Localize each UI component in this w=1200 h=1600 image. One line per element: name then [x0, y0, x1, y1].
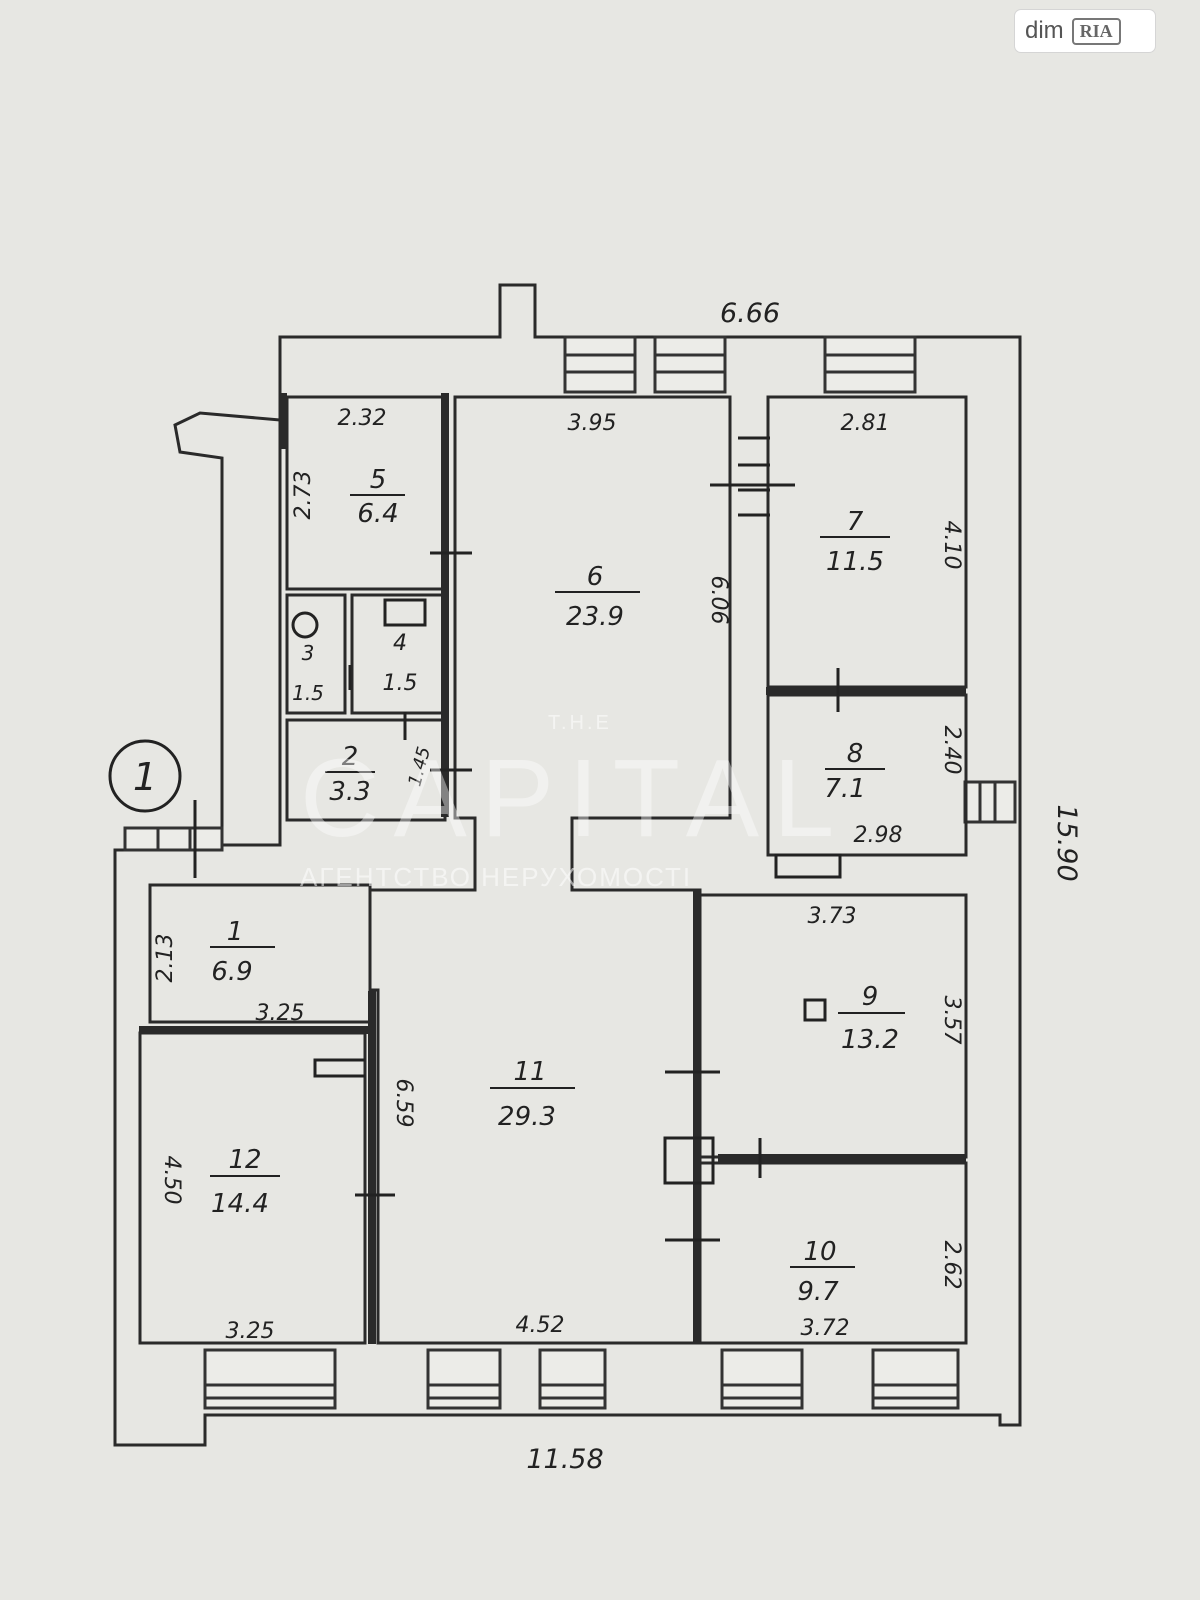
windows-bottom: [203, 1348, 960, 1410]
svg-text:12: 12: [228, 1145, 261, 1175]
room-label-7: 7 11.5: [820, 507, 890, 577]
room-label-10: 10 9.7: [790, 1237, 855, 1307]
dim-r7-side: 4.10: [939, 521, 964, 570]
dim-r7-top: 2.81: [841, 411, 890, 436]
dim-r1-side: 2.13: [153, 934, 178, 983]
room-3-walls: [285, 593, 347, 715]
svg-text:7.1: 7.1: [824, 774, 865, 804]
room-6-walls: [368, 395, 732, 1345]
shaft: [663, 1136, 715, 1185]
room-label-4: 4 1.5: [383, 631, 418, 696]
svg-text:9: 9: [862, 982, 879, 1012]
overall-bottom: 11.58: [526, 1444, 603, 1475]
overall-top: 6.66: [720, 298, 780, 329]
windows-top: [563, 335, 917, 394]
svg-text:7: 7: [847, 507, 864, 537]
svg-text:1.5: 1.5: [383, 671, 418, 696]
stair-stub: [774, 853, 842, 879]
dim-r10-side: 2.62: [939, 1241, 964, 1290]
section-marker-circle: [108, 739, 182, 813]
dimension-labels: 2.32 2.73 3.95 6.06 2.81 4.10 2.40 2.98 …: [153, 406, 964, 1344]
svg-text:4: 4: [393, 631, 407, 656]
svg-text:6.9: 6.9: [211, 957, 252, 987]
badge-dim-text: dim: [1025, 17, 1064, 44]
watermark-brand: CAPITAL: [300, 737, 849, 860]
sink-fixture: [383, 598, 427, 627]
window-left: [123, 826, 224, 852]
dim-r6-top: 3.95: [568, 411, 617, 436]
dim-r5-side: 2.73: [291, 471, 316, 520]
exterior-walls: [113, 283, 1022, 1447]
room-label-6: 6 23.9: [555, 562, 640, 632]
dim-r9-top: 3.73: [808, 904, 857, 929]
room-label-3: 3 1.5: [292, 641, 324, 705]
svg-text:13.2: 13.2: [841, 1025, 899, 1055]
section-marker-label: 1: [133, 755, 157, 799]
badge-ria-logo: RIA: [1071, 17, 1121, 45]
closet-hook: [313, 1058, 365, 1078]
room-label-11: 11 29.3: [490, 1057, 575, 1132]
dim-r11-side: 6.59: [391, 1079, 416, 1128]
dim-r5-top: 2.32: [338, 406, 387, 431]
room-9-walls: [698, 893, 968, 1159]
overall-dimensions: 6.66 11.58 15.90: [526, 298, 1082, 1475]
dim-r6-side: 6.06: [706, 576, 731, 625]
svg-text:9.7: 9.7: [797, 1277, 839, 1307]
dim-r9-side: 3.57: [939, 996, 964, 1045]
svg-text:1.5: 1.5: [292, 681, 324, 705]
svg-text:29.3: 29.3: [498, 1102, 556, 1132]
dim-r11-bottom: 4.52: [516, 1313, 565, 1338]
svg-text:23.9: 23.9: [566, 602, 624, 632]
heavy-partitions: [139, 393, 966, 1344]
dim-r10-bottom: 3.72: [801, 1316, 850, 1341]
svg-text:6.4: 6.4: [357, 499, 398, 529]
fixtures: [291, 598, 842, 1185]
toilet-fixture: [291, 611, 319, 639]
watermark-line2: АГЕНТСТВО НЕРУХОМОСТІ: [300, 862, 693, 892]
room-7-walls: [766, 395, 968, 689]
svg-text:3.3: 3.3: [329, 777, 370, 807]
dimria-badge: dim RIA: [1015, 10, 1155, 52]
window-right: [963, 780, 1017, 824]
svg-text:2: 2: [342, 742, 359, 772]
svg-text:6: 6: [587, 562, 604, 592]
svg-text:14.4: 14.4: [211, 1189, 269, 1219]
svg-text:11: 11: [513, 1057, 546, 1087]
svg-text:10: 10: [803, 1237, 836, 1267]
svg-text:5: 5: [370, 465, 387, 495]
overall-right: 15.90: [1051, 804, 1082, 881]
dim-r12-side: 4.50: [159, 1156, 184, 1205]
svg-text:1: 1: [227, 917, 244, 947]
room-label-5: 5 6.4: [350, 465, 405, 529]
room-label-12: 12 14.4: [210, 1145, 280, 1219]
room-label-2: 2 3.3: [325, 742, 375, 807]
room-label-1: 1 6.9: [210, 917, 275, 987]
room-labels: 5 6.4 3 1.5 4 1.5 2 3.3 6 23.9 7 11.5 8: [210, 465, 905, 1307]
svg-text:11.5: 11.5: [826, 547, 884, 577]
watermark-line1: T.H.E: [548, 712, 612, 734]
svg-text:8: 8: [847, 739, 864, 769]
svg-text:3: 3: [302, 641, 315, 665]
vent-box: [803, 998, 827, 1022]
room-label-9: 9 13.2: [838, 982, 905, 1055]
dim-r1-bottom: 3.25: [256, 1001, 305, 1026]
dim-r8-bottom: 2.98: [854, 823, 903, 848]
room-label-8: 8 7.1: [824, 739, 885, 804]
door-marks: [193, 436, 840, 1242]
dim-r8-side: 2.40: [939, 726, 964, 775]
dim-r12-bottom: 3.25: [226, 1319, 275, 1344]
